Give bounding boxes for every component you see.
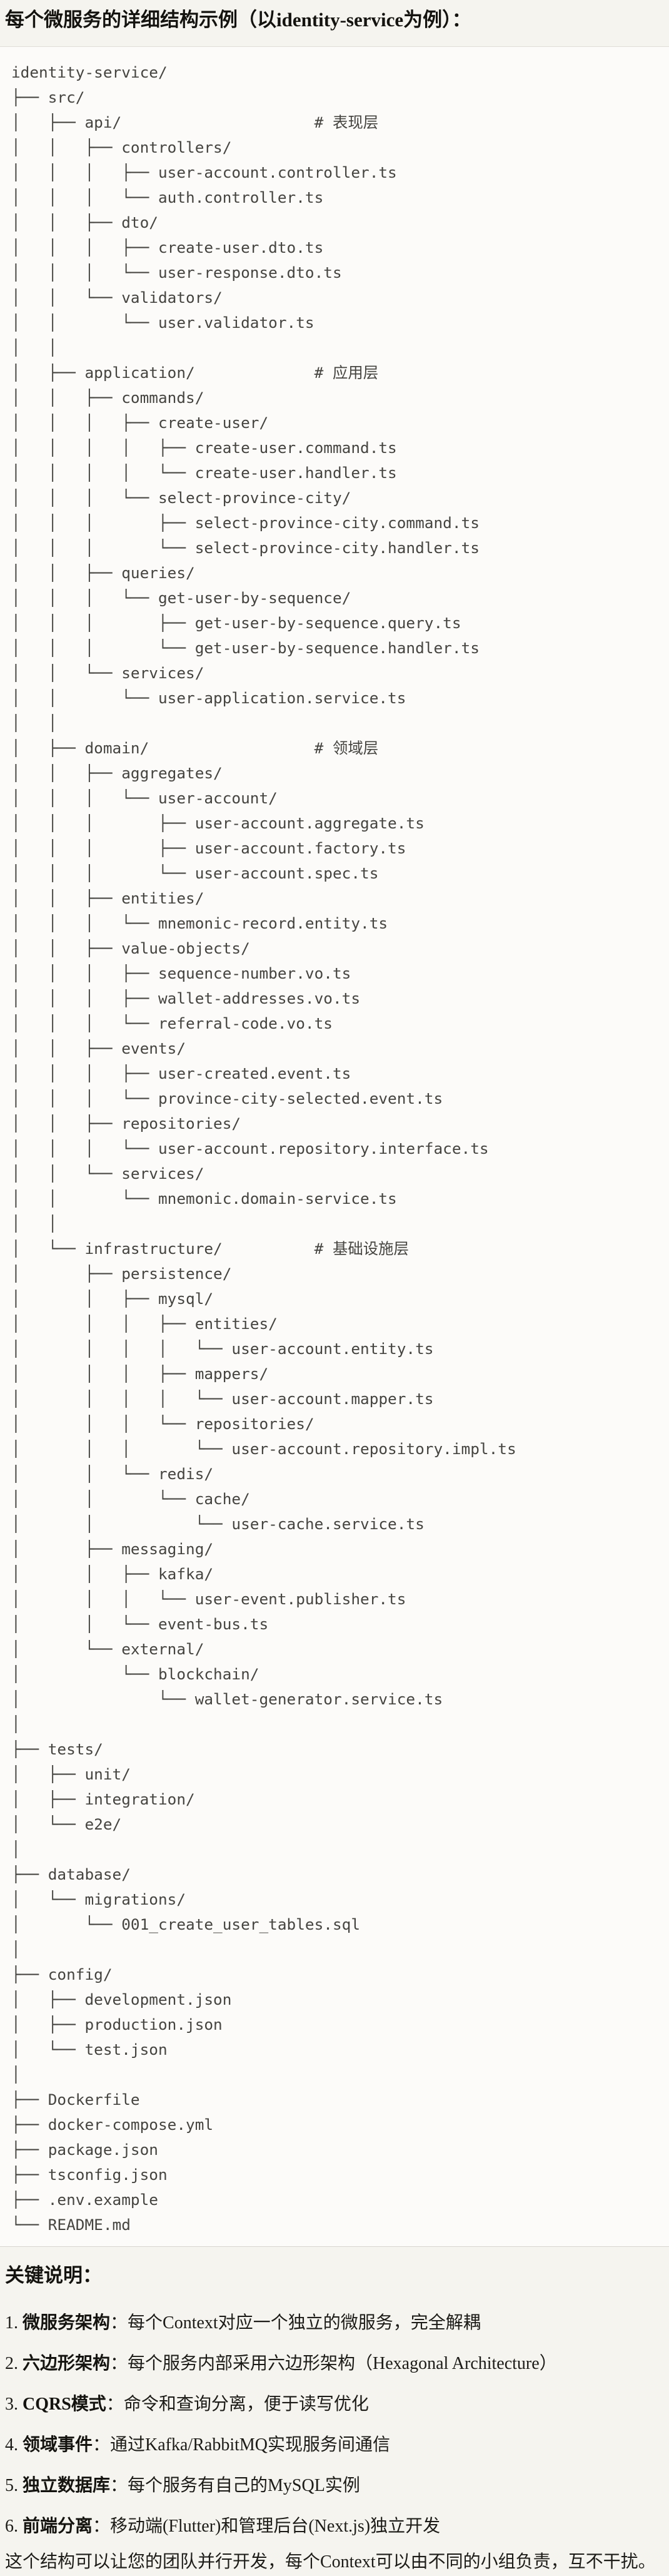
note-item-frontend-split: 6. 前端分离：移动端(Flutter)和管理后台(Next.js)独立开发 xyxy=(5,2506,663,2547)
key-notes-heading: 关键说明： xyxy=(5,2264,102,2286)
note-number: 4. xyxy=(5,2435,18,2455)
note-colon: ： xyxy=(93,2435,111,2455)
note-item-hexagonal: 2. 六边形架构：每个服务内部采用六边形架构（Hexagonal Architec… xyxy=(5,2343,663,2384)
note-label: 前端分离 xyxy=(23,2517,93,2536)
note-label: 领域事件 xyxy=(23,2435,93,2455)
note-colon: ： xyxy=(110,2313,128,2333)
key-notes-section: 关键说明： 1.微服务架构：每个Context对应一个独立的微服务，完全解耦 2… xyxy=(0,2262,669,2574)
note-number: 5. xyxy=(5,2476,18,2495)
note-label: 微服务架构 xyxy=(23,2313,111,2333)
note-label: 独立数据库 xyxy=(23,2476,111,2495)
note-number: 2. xyxy=(5,2354,18,2373)
directory-tree: identity-service/ ├── src/ │ ├── api/ # … xyxy=(11,63,516,2234)
note-number: 6. xyxy=(5,2517,18,2536)
note-item-microservice: 1.微服务架构：每个Context对应一个独立的微服务，完全解耦 xyxy=(5,2303,663,2343)
key-notes-list: 1.微服务架构：每个Context对应一个独立的微服务，完全解耦 2.六边形架构… xyxy=(5,2303,663,2547)
note-text: 命令和查询分离，便于读写优化 xyxy=(123,2395,369,2414)
note-text: 每个服务内部采用六边形架构（Hexagonal Architecture） xyxy=(128,2354,557,2373)
note-colon: ： xyxy=(106,2395,124,2414)
note-colon: ： xyxy=(110,2476,128,2495)
note-label: 六边形架构 xyxy=(23,2354,111,2373)
closing-paragraph: 这个结构可以让您的团队并行开发，每个Context可以由不同的小组负责，互不干扰… xyxy=(5,2552,656,2572)
note-label: CQRS模式 xyxy=(23,2395,106,2414)
note-item-cqrs: 3. CQRS模式：命令和查询分离，便于读写优化 xyxy=(5,2384,663,2425)
note-item-domain-events: 4.领域事件：通过Kafka/RabbitMQ实现服务间通信 xyxy=(5,2425,663,2465)
note-text: 每个服务有自己的MySQL实例 xyxy=(128,2476,360,2495)
note-number: 3. xyxy=(5,2395,18,2414)
directory-tree-code-block: identity-service/ ├── src/ │ ├── api/ # … xyxy=(0,46,669,2247)
note-colon: ： xyxy=(110,2354,128,2373)
page-title: 每个微服务的详细结构示例（以identity-service为例）： xyxy=(5,9,471,31)
note-text: 通过Kafka/RabbitMQ实现服务间通信 xyxy=(110,2435,390,2455)
note-text: 每个Context对应一个独立的微服务，完全解耦 xyxy=(128,2313,481,2333)
note-number: 1. xyxy=(5,2313,18,2333)
note-colon: ： xyxy=(93,2517,111,2536)
note-text: 移动端(Flutter)和管理后台(Next.js)独立开发 xyxy=(110,2517,441,2536)
note-item-independent-db: 5. 独立数据库：每个服务有自己的MySQL实例 xyxy=(5,2465,663,2506)
